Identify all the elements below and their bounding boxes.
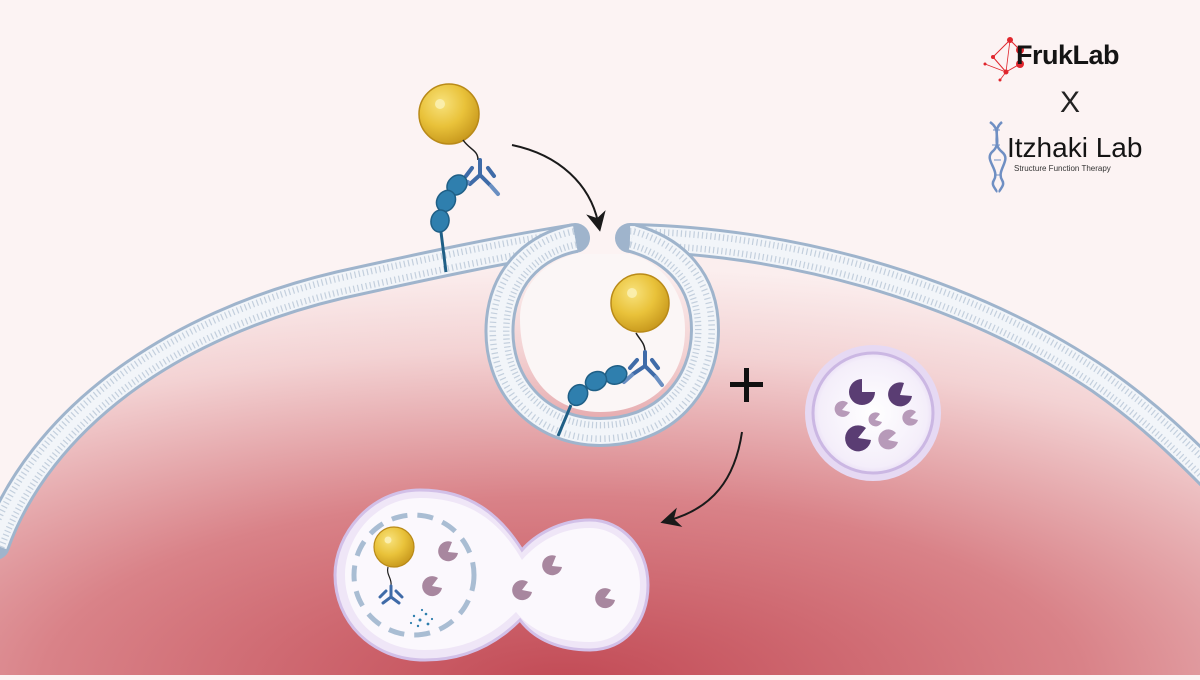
- receptor-icon: [556, 364, 628, 437]
- nanoparticle-complex-internalized: [556, 273, 670, 437]
- endosome-invagination: [484, 223, 721, 448]
- fruklab-logo-text: FrukLab: [1016, 40, 1120, 70]
- collaboration-separator: X: [1060, 86, 1081, 119]
- gold-nanoparticle-icon: [418, 83, 480, 145]
- pacman-enzyme-icon: [834, 379, 918, 452]
- antibody-icon: [378, 584, 404, 605]
- pacman-enzyme-icon: [422, 541, 615, 609]
- itzhaki-lab-logo-text: Itzhaki Lab: [1007, 132, 1143, 163]
- gold-nanoparticle-icon: [610, 273, 670, 333]
- receptor-icon: [430, 174, 468, 273]
- curved-arrow-icon: [660, 431, 743, 527]
- antibody-icon: [622, 350, 664, 387]
- endolysosome: [333, 488, 650, 662]
- dna-helix-icon: [988, 120, 1007, 193]
- itzhaki-lab-tagline: Structure Function Therapy: [1014, 164, 1111, 173]
- lysosome: [805, 345, 941, 481]
- partner-logos: FrukLab X Itzhaki Lab Structure Function…: [980, 34, 1160, 184]
- cell-membrane-right: [615, 223, 1200, 487]
- gold-nanoparticle-icon: [373, 526, 415, 568]
- network-logo-icon: [983, 37, 1024, 82]
- cell-membrane-left: [0, 223, 590, 560]
- plus-icon: [730, 368, 763, 402]
- degraded-receptor-icon: [409, 608, 434, 628]
- curved-arrow-icon: [511, 144, 606, 232]
- nanoparticle-complex-outside: [418, 83, 500, 273]
